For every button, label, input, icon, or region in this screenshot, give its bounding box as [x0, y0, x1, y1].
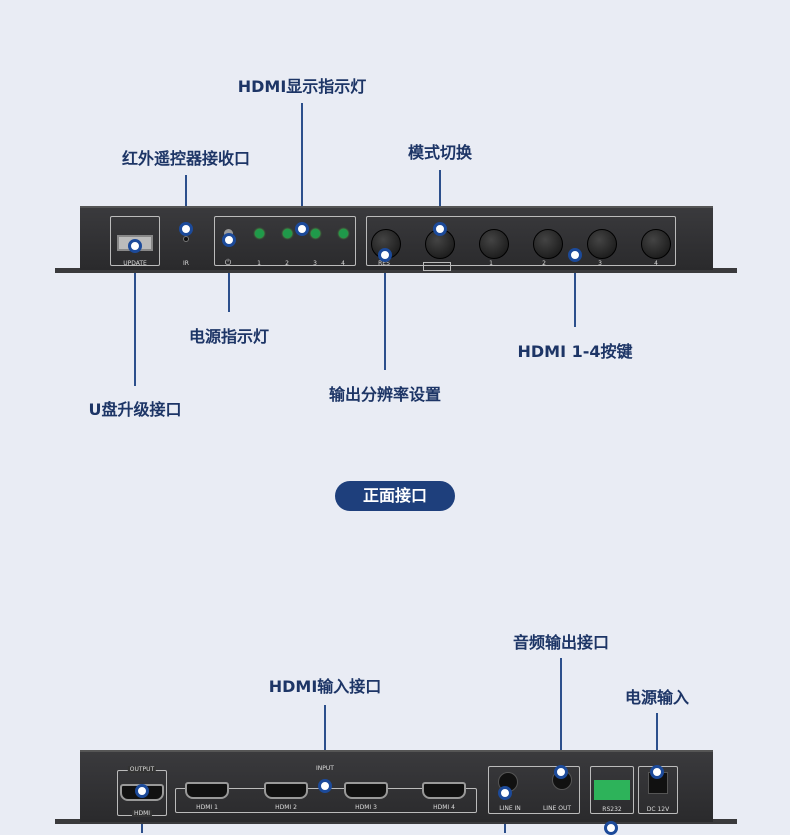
dc-text: DC 12V [646, 806, 670, 813]
label-audio-out: 音频输出接口 [512, 633, 610, 652]
hdmi-input-port-2 [264, 782, 308, 799]
input-text: INPUT [316, 765, 334, 772]
btn-num: 4 [654, 260, 658, 267]
ir-text: IR [183, 260, 189, 267]
rs232-frame [590, 766, 634, 814]
btn-num: 1 [489, 260, 493, 267]
marker [433, 222, 447, 236]
led-num: 1 [257, 260, 261, 267]
hdmi-button-4[interactable] [641, 229, 671, 259]
marker [498, 786, 512, 800]
marker [222, 233, 236, 247]
hdmi-text: HDMI [131, 810, 153, 817]
leader-line [228, 240, 230, 312]
hdmi-led-3 [311, 229, 320, 238]
hdmi-led-1 [255, 229, 264, 238]
input-label: HDMI 3 [355, 804, 377, 811]
label-hdmi-indicator: HDMI显示指示灯 [237, 77, 367, 96]
hdmi-input-port-4 [422, 782, 466, 799]
back-panel: OUTPUT HDMI INPUT HDMI 1 HDMI 2 HDMI 3 H… [80, 750, 713, 822]
leader-line [574, 255, 576, 327]
led-num: 3 [313, 260, 317, 267]
line-in-text: LINE IN [499, 805, 521, 812]
leader-line [560, 658, 562, 772]
label-hdmi-buttons: HDMI 1-4按键 [517, 342, 633, 361]
marker [378, 248, 392, 262]
marker [650, 765, 664, 779]
marker [554, 765, 568, 779]
front-panel: UPDATE IR ⏻ 1 2 3 4 RES 1 2 3 4 [80, 206, 713, 271]
leader-line [301, 103, 303, 229]
hdmi-input-port-1 [185, 782, 229, 799]
hdmi-button-1[interactable] [479, 229, 509, 259]
section-title-front: 正面接口 [335, 481, 455, 511]
hdmi-button-2[interactable] [533, 229, 563, 259]
marker [568, 248, 582, 262]
label-power-indicator: 电源指示灯 [188, 327, 270, 346]
ir-sensor [183, 236, 189, 242]
marker [135, 784, 149, 798]
led-num: 4 [341, 260, 345, 267]
led-frame [214, 216, 356, 266]
update-text: UPDATE [123, 260, 147, 267]
button-frame [366, 216, 676, 266]
marker [318, 779, 332, 793]
label-usb-upgrade: U盘升级接口 [88, 400, 182, 419]
label-mode-switch: 模式切换 [407, 143, 473, 162]
front-flange [55, 268, 737, 273]
hdmi-button-3[interactable] [587, 229, 617, 259]
output-text: OUTPUT [127, 766, 157, 773]
label-power-input: 电源输入 [624, 688, 690, 707]
leader-line [384, 255, 386, 370]
res-text: RES [378, 260, 390, 267]
led-num: 2 [285, 260, 289, 267]
marker [128, 239, 142, 253]
marker [179, 222, 193, 236]
rs232-text: RS232 [602, 806, 622, 813]
hdmi-led-4 [339, 229, 348, 238]
power-symbol: ⏻ [224, 258, 232, 267]
label-hdmi-input: HDMI输入接口 [268, 677, 382, 696]
input-label: HDMI 2 [275, 804, 297, 811]
marker [295, 222, 309, 236]
audio-frame [488, 766, 580, 814]
leader-line [185, 175, 187, 229]
label-ir-receiver: 红外遥控器接收口 [121, 149, 251, 168]
leader-line [324, 705, 326, 786]
line-out-text: LINE OUT [542, 805, 572, 812]
hdmi-led-2 [283, 229, 292, 238]
btn-num: 2 [542, 260, 546, 267]
input-label: HDMI 1 [196, 804, 218, 811]
btn-num: 3 [598, 260, 602, 267]
usb-frame [110, 216, 160, 266]
leader-line [439, 170, 441, 229]
leader-line [134, 246, 136, 386]
label-output-resolution: 输出分辨率设置 [328, 385, 442, 404]
mode-icon [423, 262, 451, 271]
leader-line [656, 713, 658, 772]
input-label: HDMI 4 [433, 804, 455, 811]
rs232-terminal [594, 780, 630, 800]
hdmi-input-port-3 [344, 782, 388, 799]
